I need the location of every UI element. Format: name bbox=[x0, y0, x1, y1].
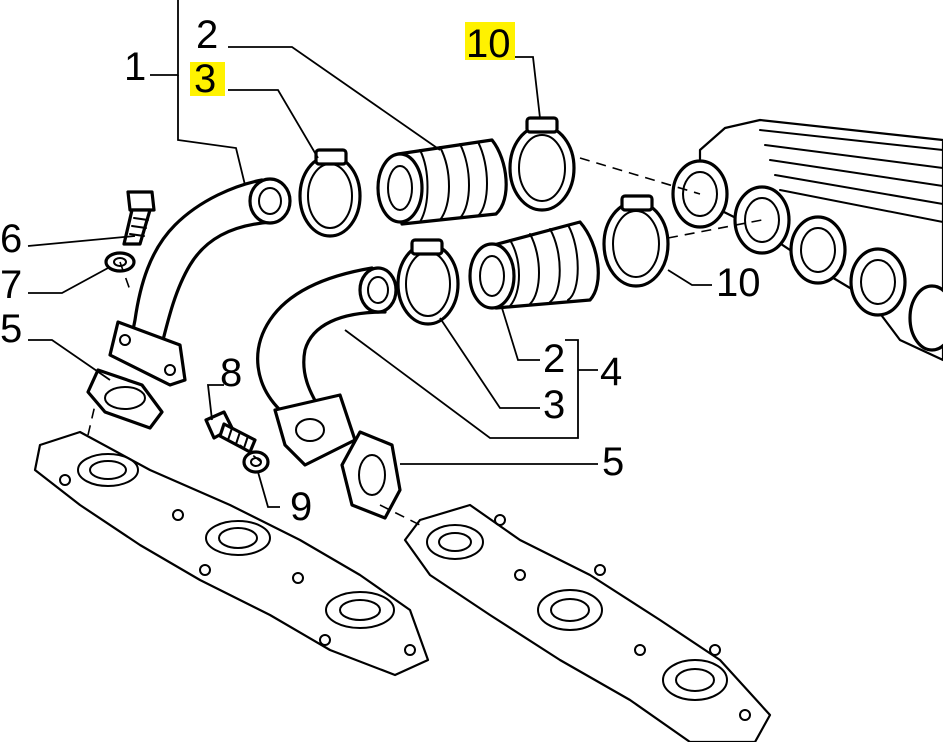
clamp-lower-3 bbox=[396, 238, 460, 326]
callout-3-top: 3 bbox=[194, 57, 216, 101]
bellows-lower bbox=[468, 220, 600, 310]
washer-9 bbox=[242, 450, 270, 474]
pipe-middle bbox=[256, 266, 398, 467]
gasket-left bbox=[86, 368, 164, 430]
callout-10-right: 10 bbox=[716, 261, 761, 305]
gasket-right bbox=[340, 430, 402, 520]
callout-5-right: 5 bbox=[602, 440, 624, 484]
callout-7: 7 bbox=[0, 263, 22, 307]
clamp-lower-10 bbox=[602, 194, 670, 288]
callout-10-top: 10 bbox=[466, 22, 511, 66]
callout-9: 9 bbox=[290, 485, 312, 529]
intake-manifold bbox=[671, 118, 943, 362]
callout-10-top-highlight bbox=[465, 22, 515, 60]
callout-1: 1 bbox=[124, 45, 146, 89]
callout-3-top-highlight bbox=[190, 62, 225, 96]
assembly-centerlines bbox=[87, 157, 763, 526]
callout-5-left: 5 bbox=[0, 307, 22, 351]
clamp-upper-3 bbox=[298, 148, 362, 238]
bolt-6 bbox=[122, 190, 156, 246]
bolt-8 bbox=[204, 410, 257, 454]
callout-labels: 1 2 3 10 6 7 5 8 9 10 2 4 3 5 bbox=[0, 13, 761, 529]
callout-2-top: 2 bbox=[196, 13, 218, 57]
callout-6: 6 bbox=[0, 217, 22, 261]
pipe-upper-left bbox=[108, 177, 292, 387]
callout-3-right: 3 bbox=[543, 383, 565, 427]
lower-manifold-left bbox=[33, 430, 430, 677]
clamp-upper-10 bbox=[508, 116, 576, 212]
callout-4: 4 bbox=[600, 350, 622, 394]
leader-lines bbox=[27, 0, 712, 508]
callout-8: 8 bbox=[220, 351, 242, 395]
bellows-upper bbox=[376, 138, 508, 226]
lower-manifold-right bbox=[403, 503, 772, 742]
callout-2-right: 2 bbox=[543, 337, 565, 381]
